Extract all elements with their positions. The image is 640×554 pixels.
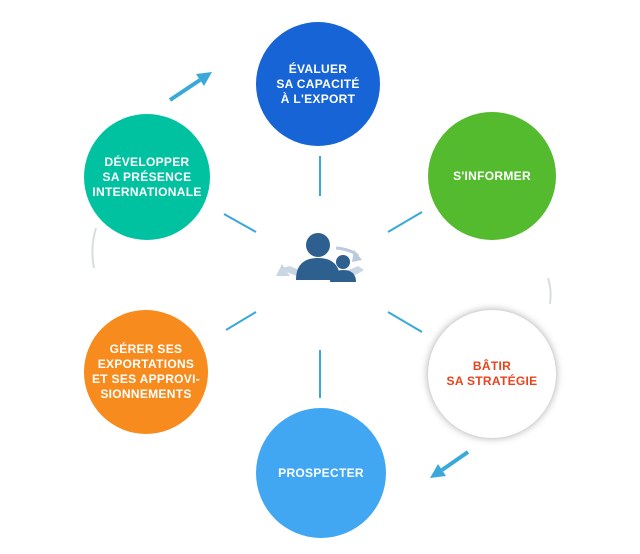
arrow-down-left-icon xyxy=(430,450,470,478)
step-developper-circle: DÉVELOPPER SA PRÉSENCE INTERNATIONALE xyxy=(84,114,210,240)
step-prospecter-label: PROSPECTER xyxy=(278,465,364,480)
outer-arc-left xyxy=(91,227,97,269)
step-gerer-circle: GÉRER SES EXPORTATIONS ET SES APPROVI- S… xyxy=(84,310,208,434)
step-informer-circle: S'INFORMER xyxy=(428,112,556,240)
step-batir-circle: BÂTIR SA STRATÉGIE xyxy=(428,310,556,438)
arrow-up-right-icon xyxy=(168,72,212,102)
outer-arc-right xyxy=(547,277,552,305)
step-evaluer-circle: ÉVALUER SA CAPACITÉ À L'EXPORT xyxy=(256,22,380,146)
step-batir-label: BÂTIR SA STRATÉGIE xyxy=(446,359,538,388)
spoke-bottom-right xyxy=(387,311,423,333)
step-informer-label: S'INFORMER xyxy=(453,168,531,183)
people-cycle-icon xyxy=(276,233,364,282)
step-developper-label: DÉVELOPPER SA PRÉSENCE INTERNATIONALE xyxy=(92,154,202,199)
step-evaluer-label: ÉVALUER SA CAPACITÉ À L'EXPORT xyxy=(276,61,360,106)
step-prospecter-circle: PROSPECTER xyxy=(256,408,386,538)
spoke-top-left xyxy=(223,213,257,233)
step-gerer-label: GÉRER SES EXPORTATIONS ET SES APPROVI- S… xyxy=(91,342,201,401)
spoke-top-right xyxy=(387,211,423,233)
spoke-bottom-left xyxy=(225,311,257,331)
